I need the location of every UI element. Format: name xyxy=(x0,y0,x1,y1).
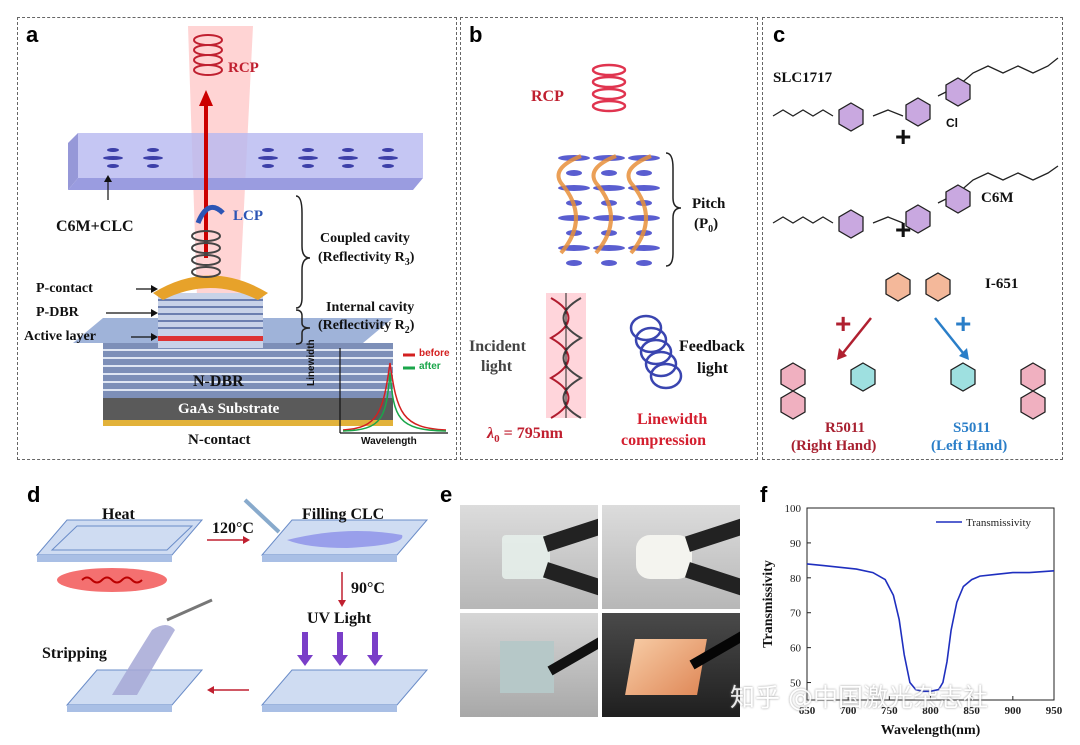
x-tick-label: 700 xyxy=(840,705,857,717)
label-rcp-b: RCP xyxy=(531,88,564,105)
label-coupled-reflectivity: (Reflectivity R3) xyxy=(318,250,415,268)
label-right-hand: (Right Hand) xyxy=(791,438,877,454)
panel-label-f: f xyxy=(760,482,768,507)
label-pitch: Pitch xyxy=(692,196,726,212)
clc-helix-illustration xyxy=(546,63,683,419)
inset-legend-before: before xyxy=(419,348,450,359)
plus-sign-1: + xyxy=(895,121,912,152)
x-tick-label: 950 xyxy=(1046,705,1063,717)
label-rcp-a: RCP xyxy=(228,60,259,76)
y-tick-label: 60 xyxy=(790,643,802,655)
label-active-layer: Active layer xyxy=(24,329,96,344)
x-tick-label: 750 xyxy=(881,705,898,717)
x-tick-label: 900 xyxy=(1005,705,1022,717)
label-120c: 120°C xyxy=(212,520,254,537)
label-coupled-cavity: Coupled cavity xyxy=(320,231,410,246)
panel-b: b xyxy=(460,17,758,460)
panel-label-a: a xyxy=(26,22,39,47)
x-tick-label: 850 xyxy=(963,705,980,717)
chemical-structures xyxy=(772,57,1059,420)
x-tick-label: 650 xyxy=(799,705,816,717)
plus-sign-red: + xyxy=(835,308,852,339)
y-tick-label: 70 xyxy=(790,608,802,620)
label-stripping: Stripping xyxy=(42,645,107,662)
inset-xlabel: Wavelength xyxy=(361,436,417,447)
label-n-contact: N-contact xyxy=(188,432,251,448)
label-heat: Heat xyxy=(102,506,135,523)
label-cl: Cl xyxy=(946,116,958,130)
x-tick-label: 800 xyxy=(922,705,939,717)
label-p-contact: P-contact xyxy=(36,281,93,296)
label-s5011: S5011 xyxy=(953,420,991,436)
panel-label-d: d xyxy=(27,482,41,507)
y-tick-label: 80 xyxy=(790,573,802,585)
label-incident: Incident xyxy=(469,338,526,355)
label-feedback-light: light xyxy=(697,360,729,377)
label-uv-light: UV Light xyxy=(307,610,372,627)
label-n-dbr: N-DBR xyxy=(193,373,244,390)
photo-film-bottom-left xyxy=(460,613,598,717)
y-axis-label: Transmissivity xyxy=(761,560,776,648)
panel-d: d Heat 120°C Filling CLC 90°C xyxy=(17,480,447,740)
transmissivity-chart: 650 700 750 800 850 900 950 50 60 70 80 90 100Wavele… xyxy=(761,503,1063,738)
label-lcp: LCP xyxy=(233,208,263,224)
label-linewidth: Linewidth xyxy=(637,411,708,428)
label-c6m-clc: C6M+CLC xyxy=(56,218,134,235)
panel-a: a xyxy=(17,17,457,460)
watermark: 知乎 @中国激光杂志社 xyxy=(730,683,988,712)
label-r5011: R5011 xyxy=(825,420,866,436)
label-slc1717: SLC1717 xyxy=(773,70,833,86)
plus-sign-blue: + xyxy=(955,308,972,339)
inset-legend-after: after xyxy=(419,361,441,372)
y-tick-label: 90 xyxy=(790,538,802,550)
label-lambda: λ0 = 795nm xyxy=(487,425,563,446)
photo-film-top-left xyxy=(460,505,598,609)
photo-film-bottom-right xyxy=(602,613,740,717)
label-internal-cavity: Internal cavity xyxy=(326,300,415,315)
label-pitch-symbol: (P0) xyxy=(694,216,719,235)
y-tick-label: 100 xyxy=(785,503,802,515)
label-c6m: C6M xyxy=(981,190,1014,206)
label-gaas-substrate: GaAs Substrate xyxy=(178,401,280,417)
label-left-hand: (Left Hand) xyxy=(931,438,1008,454)
panel-e: e xyxy=(440,480,750,742)
inset-ylabel: Linewidth xyxy=(306,339,317,386)
plot-frame xyxy=(806,507,1055,701)
label-internal-reflectivity: (Reflectivity R2) xyxy=(318,318,415,336)
series-line-transmissivity xyxy=(806,563,1055,693)
legend-label: Transmissivity xyxy=(966,517,1032,529)
plus-sign-2: + xyxy=(895,214,912,245)
panel-label-e: e xyxy=(440,482,453,507)
label-i651: I-651 xyxy=(985,276,1019,292)
label-incident-light: light xyxy=(481,358,513,375)
x-axis-label: Wavelength(nm) xyxy=(881,723,981,738)
label-feedback: Feedback xyxy=(679,338,745,355)
label-filling-clc: Filling CLC xyxy=(302,506,385,523)
label-90c: 90°C xyxy=(351,580,385,597)
panel-label-b: b xyxy=(469,22,483,47)
photo-film-top-right xyxy=(602,505,740,609)
fabrication-process-illustration xyxy=(35,498,429,712)
y-tick-label: 50 xyxy=(790,678,802,690)
vcsel-device-illustration xyxy=(68,26,448,434)
label-p-dbr: P-DBR xyxy=(36,305,79,320)
label-compression: compression xyxy=(621,432,707,449)
panel-c: c SLC17 xyxy=(762,17,1063,460)
panel-label-c: c xyxy=(773,22,786,47)
